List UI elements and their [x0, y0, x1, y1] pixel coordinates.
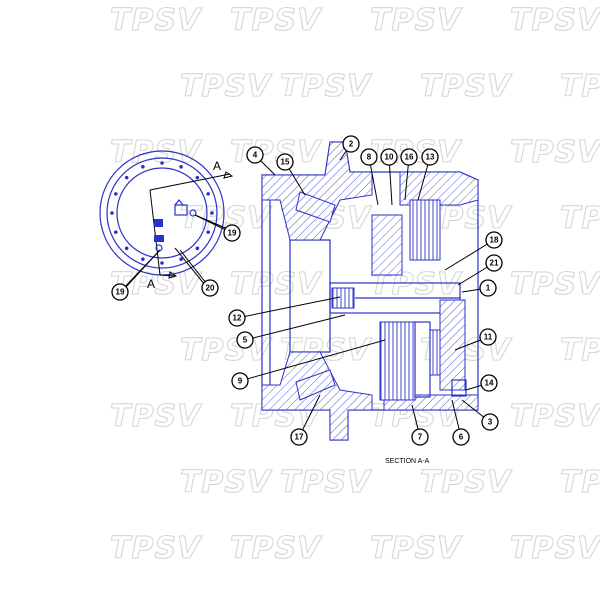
- callout-number: 1: [486, 284, 491, 293]
- watermark-text: TPSV: [510, 135, 600, 170]
- callout-15: 15: [276, 153, 294, 171]
- callout-number: 4: [253, 151, 258, 160]
- watermark-text: TPSV: [230, 135, 323, 170]
- watermark-text: TPSV: [510, 267, 600, 302]
- callout-number: 5: [243, 336, 248, 345]
- watermark-text: TPSV: [180, 69, 273, 104]
- watermark-text: TPSV: [510, 399, 600, 434]
- watermark-text: TPSV: [180, 465, 273, 500]
- bolt-hole: [206, 230, 210, 234]
- callout-5: 5: [236, 331, 254, 349]
- watermark-text: TPSV: [510, 3, 600, 38]
- bolt-hole: [114, 192, 118, 196]
- callout-9: 9: [231, 372, 249, 390]
- section-caption: SECTION A-A: [385, 458, 430, 465]
- callout-number: 19: [116, 288, 125, 297]
- bolt-hole: [114, 230, 118, 234]
- leader-line: [119, 249, 161, 293]
- bolt-hole: [141, 257, 145, 261]
- watermark-text: TPSV: [180, 333, 273, 368]
- callout-number: 16: [405, 153, 414, 162]
- watermark-text: TPSV: [560, 69, 600, 104]
- callout-number: 10: [385, 153, 394, 162]
- callout-21: 21: [485, 254, 503, 272]
- bolt-hole: [160, 261, 164, 265]
- callout-10: 10: [380, 148, 398, 166]
- callout-12: 12: [228, 309, 246, 327]
- callout-7: 7: [411, 428, 429, 446]
- watermark-text: TPSV: [370, 3, 463, 38]
- callout-number: 17: [295, 433, 304, 442]
- callout-number: 19: [228, 229, 237, 238]
- callout-13: 13: [421, 148, 439, 166]
- bolt-hole: [210, 211, 214, 215]
- callout-19-flange: 19: [111, 283, 129, 301]
- bolt-hole: [124, 175, 129, 180]
- callout-number: 9: [238, 377, 243, 386]
- callout-1: 1: [479, 279, 497, 297]
- watermark-text: TPSV: [110, 399, 203, 434]
- watermark-text: TPSV: [110, 3, 203, 38]
- callout-14: 14: [480, 374, 498, 392]
- bolt-hole: [179, 257, 183, 261]
- callout-11: 11: [479, 328, 497, 346]
- watermark-text: TPSV: [370, 531, 463, 566]
- callout-number: 18: [490, 236, 499, 245]
- callout-4: 4: [246, 146, 264, 164]
- callout-number: 21: [490, 259, 499, 268]
- callout-number: 2: [349, 140, 354, 149]
- callout-8: 8: [360, 148, 378, 166]
- watermark-text: TPSV: [110, 531, 203, 566]
- callout-number: 6: [459, 433, 464, 442]
- callout-16: 16: [400, 148, 418, 166]
- section-marker-bottom: A: [147, 277, 155, 291]
- watermark-text: TPSV: [560, 465, 600, 500]
- watermark-text: TPSV: [230, 267, 323, 302]
- watermark-text: TPSV: [280, 69, 373, 104]
- bolt-hole: [195, 246, 200, 251]
- leader-line: [244, 314, 346, 341]
- callout-3: 3: [481, 413, 499, 431]
- callout-number: 8: [367, 153, 372, 162]
- leader-line: [236, 296, 341, 319]
- watermark-text: TPSV: [230, 3, 323, 38]
- callout-number: 11: [484, 333, 493, 342]
- bolt-hole: [124, 246, 129, 251]
- bolt-hole: [206, 192, 210, 196]
- watermark-text: TPSV: [420, 465, 513, 500]
- callout-number: 20: [206, 284, 215, 293]
- callout-number: 12: [233, 314, 242, 323]
- watermark-text: TPSV: [560, 333, 600, 368]
- leader-line: [239, 339, 386, 382]
- callout-20-flange: 20: [201, 279, 219, 297]
- bolt-hole: [195, 175, 200, 180]
- callout-18: 18: [485, 231, 503, 249]
- section-marker-top: A: [213, 159, 221, 173]
- watermark-text: TPSV: [280, 465, 373, 500]
- callout-2: 2: [342, 135, 360, 153]
- watermark-layer: TPSVTPSVTPSVTPSVTPSVTPSVTPSVTPSVTPSVTPSV…: [109, 2, 600, 566]
- callout-number: 14: [485, 379, 494, 388]
- bolt-hole: [160, 161, 164, 165]
- watermark-text: TPSV: [420, 69, 513, 104]
- callout-6: 6: [452, 428, 470, 446]
- section-drawing: [261, 141, 479, 441]
- callout-17: 17: [290, 428, 308, 446]
- bolt-hole: [110, 211, 114, 215]
- leader-line: [444, 239, 495, 271]
- watermark-text: TPSV: [230, 531, 323, 566]
- callout-number: 3: [488, 418, 493, 427]
- callout-number: 7: [418, 433, 423, 442]
- callout-19-flange: 19: [223, 224, 241, 242]
- callout-number: 15: [281, 158, 290, 167]
- bolt-hole: [179, 165, 183, 169]
- callout-number: 13: [426, 153, 435, 162]
- watermark-text: TPSV: [510, 531, 600, 566]
- bolt-hole: [141, 165, 145, 169]
- watermark-text: TPSV: [560, 201, 600, 236]
